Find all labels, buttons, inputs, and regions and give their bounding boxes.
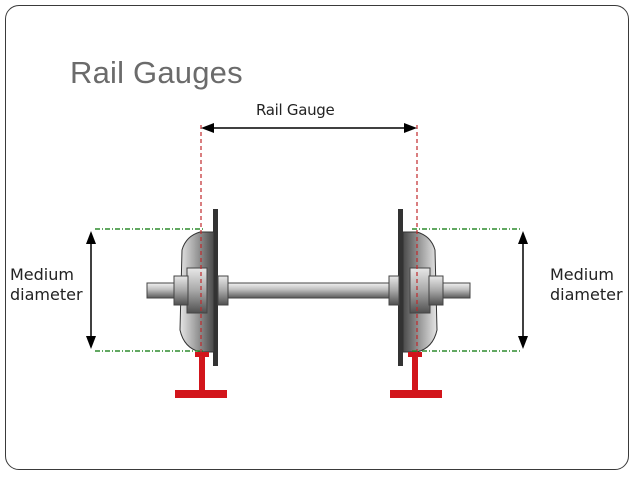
right-diameter-arrow (518, 231, 528, 349)
right-rail (390, 352, 442, 398)
left-wheel (173, 209, 229, 366)
left-diameter-label: Medium diameter (10, 265, 83, 305)
slide-title: Rail Gauges (70, 55, 243, 90)
left-diameter-label-line2: diameter (10, 285, 83, 304)
right-wheel (388, 209, 444, 366)
right-diameter-label-line2: diameter (550, 285, 623, 304)
gauge-reference-lines (200, 125, 418, 360)
rail-gauge-label: Rail Gauge (256, 101, 335, 119)
diameter-reference-lines (95, 228, 522, 352)
right-diameter-label-line1: Medium (550, 265, 614, 284)
right-diameter-label: Medium diameter (550, 265, 623, 305)
left-diameter-label-line1: Medium (10, 265, 74, 284)
left-diameter-arrow (86, 231, 96, 349)
left-rail (175, 352, 227, 398)
rail-gauge-arrow (201, 123, 417, 133)
